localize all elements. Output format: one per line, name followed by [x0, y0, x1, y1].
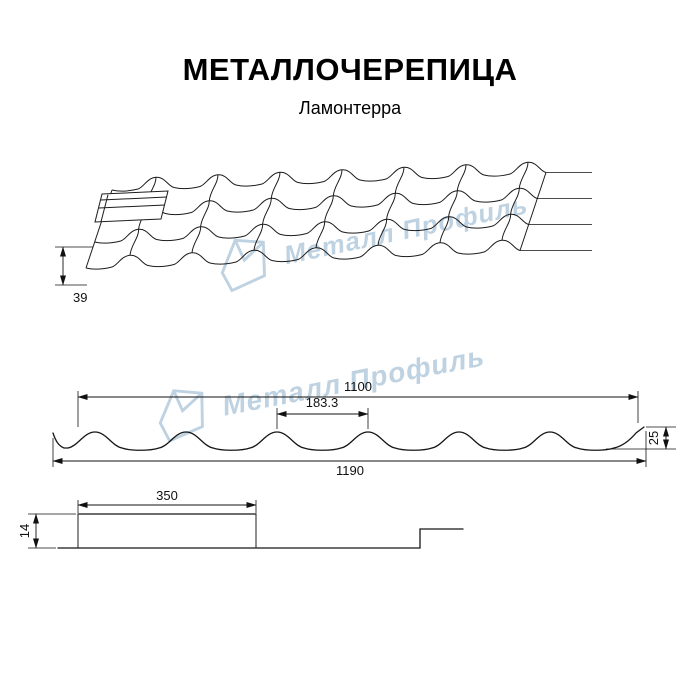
dim-1190-label: 1190	[336, 463, 364, 478]
dim-39-label: 39	[73, 290, 87, 305]
tile-wave-curve	[253, 224, 264, 251]
tile-row-edge	[111, 161, 547, 192]
tile-wave-curve	[262, 198, 272, 225]
watermark-top: Металл Профиль	[206, 174, 534, 302]
wave-profile-path	[52, 426, 645, 451]
ridge-cap-lock-line	[100, 194, 109, 222]
sheet-right-edge	[519, 172, 547, 251]
logo-fold-line	[233, 239, 265, 263]
dim-350-label: 350	[156, 488, 178, 503]
dim-183-label: 183.3	[306, 395, 339, 410]
page-subtitle: Ламонтерра	[298, 98, 402, 118]
tile-wave-curve	[394, 167, 405, 194]
tile-wave-curve	[439, 216, 450, 243]
tile-wave-curve	[510, 188, 520, 215]
dim-14-label: 14	[17, 524, 32, 538]
cross-section-view: 1100 183.3 25 1190	[52, 379, 676, 478]
page-title: МЕТАЛЛОЧЕРЕПИЦА	[182, 52, 518, 87]
tile-wave-curve	[315, 221, 326, 248]
tile-wave-curve	[456, 164, 467, 191]
ridge-cap-line	[100, 196, 168, 201]
dim-1100-label: 1100	[344, 379, 372, 394]
tile-wave-curve	[386, 193, 396, 220]
logo-outline	[220, 238, 266, 293]
tile-wave-curve	[518, 162, 529, 189]
tile-wave-curve	[208, 174, 219, 201]
tile-wave-curve	[448, 190, 458, 217]
metall-profil-logo-icon	[220, 238, 266, 293]
perspective-view: 39	[55, 161, 592, 305]
tile-row-edge	[85, 239, 521, 270]
tile-wave-curve	[191, 226, 202, 253]
dim-25-label: 25	[646, 431, 661, 445]
tile-wave-curve	[501, 214, 512, 241]
tile-wave-curve	[332, 169, 343, 196]
tile-wave-curve	[200, 200, 210, 227]
tile-wave-curve	[324, 195, 334, 222]
tile-wave-curve	[129, 229, 140, 256]
ridge-cap-line	[98, 204, 166, 209]
step-profile-path	[57, 528, 464, 549]
tile-row-edge	[94, 213, 529, 244]
length-profile-view: 350 14	[17, 488, 464, 549]
tile-wave-curve	[270, 172, 281, 199]
tile-wave-curve	[377, 219, 388, 246]
tile-row-edge	[103, 187, 538, 218]
